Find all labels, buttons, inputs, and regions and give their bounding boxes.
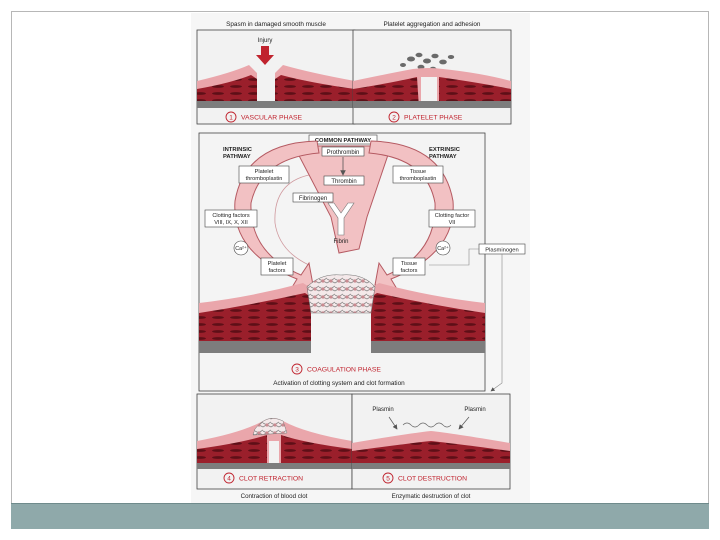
panel5-phase-title: CLOT DESTRUCTION [398, 476, 467, 483]
fibrin-clot-icon [306, 274, 376, 314]
panel5-caption: Enzymatic destruction of clot [392, 493, 471, 500]
clotting-factor-right-2: VII [449, 220, 456, 226]
panel-clot-destruction: Plasmin Plasmin 5 CLOT DESTRUCTION Enzym… [351, 393, 511, 500]
fibrin-label: Fibrin [333, 239, 348, 245]
panel4-number: 4 [227, 476, 231, 483]
panel2-number: 2 [392, 115, 396, 122]
injury-label: Injury [258, 38, 273, 44]
calcium-right: Ca²⁺ [437, 246, 449, 252]
panel5-number: 5 [386, 476, 390, 483]
tissue-factors-2: factors [401, 268, 418, 274]
panel-vascular-phase: Spasm in damaged smooth muscle Injury 1 … [196, 21, 356, 125]
platelet-factors-2: factors [269, 268, 286, 274]
clotting-factor-right-1: Clotting factor [435, 213, 470, 219]
intrinsic-title-1: INTRINSIC [223, 147, 253, 153]
panel4-phase-title: CLOT RETRACTION [239, 476, 303, 483]
clotting-factors-left-2: VIII, IX, X, XII [214, 220, 248, 226]
panel-coagulation-phase: COMMON PATHWAY Prothrombin Thrombin Fibr… [198, 132, 526, 392]
plasminogen-label: Plasminogen [485, 248, 519, 254]
extrinsic-title-1: EXTRINSIC [429, 147, 461, 153]
retracted-clot-icon [252, 418, 288, 436]
common-pathway-title: COMMON PATHWAY [315, 138, 371, 144]
clotting-factors-left-1: Clotting factors [212, 213, 250, 219]
plasmin-right: Plasmin [464, 407, 485, 413]
platelet-thromboplastin-2: thromboplastin [246, 176, 283, 182]
tissue-factors-1: Tissue [401, 261, 417, 267]
thrombin-label: Thrombin [331, 179, 356, 185]
tissue-thromboplastin-1: Tissue [410, 169, 426, 175]
panel2-caption: Platelet aggregation and adhesion [383, 21, 480, 28]
injury-arrow-icon [256, 46, 274, 65]
intrinsic-title-2: PATHWAY [223, 154, 251, 160]
plasmin-left: Plasmin [372, 407, 393, 413]
fibrinogen-label: Fibrinogen [299, 196, 327, 202]
hemostasis-diagram: Spasm in damaged smooth muscle Injury 1 … [196, 21, 526, 500]
panel3-number: 3 [295, 367, 299, 374]
panel4-caption: Contraction of blood clot [241, 493, 308, 500]
platelet-thromboplastin-1: Platelet [255, 169, 274, 175]
extrinsic-title-2: PATHWAY [429, 154, 457, 160]
tissue-thromboplastin-2: thromboplastin [400, 176, 437, 182]
calcium-left: Ca²⁺ [235, 246, 247, 252]
panel3-caption: Activation of clotting system and clot f… [273, 380, 405, 387]
panel1-number: 1 [229, 115, 233, 122]
prothrombin-label: Prothrombin [327, 150, 360, 156]
dissolving-fibrin-icon [402, 422, 452, 428]
panel-platelet-phase: Platelet aggregation and adhesion 2 PLAT… [352, 21, 512, 125]
hemostasis-figure: Spasm in damaged smooth muscle Injury 1 … [191, 13, 530, 505]
panel-clot-retraction: 4 CLOT RETRACTION Contraction of blood c… [196, 393, 353, 500]
panel1-caption: Spasm in damaged smooth muscle [226, 21, 326, 28]
footer-bar [11, 503, 709, 529]
panel2-phase-title: PLATELET PHASE [404, 115, 463, 122]
fibrin-formation-icon [327, 202, 355, 236]
platelet-factors-1: Platelet [268, 261, 287, 267]
panel3-phase-title: COAGULATION PHASE [307, 367, 381, 374]
panel1-phase-title: VASCULAR PHASE [241, 115, 303, 122]
